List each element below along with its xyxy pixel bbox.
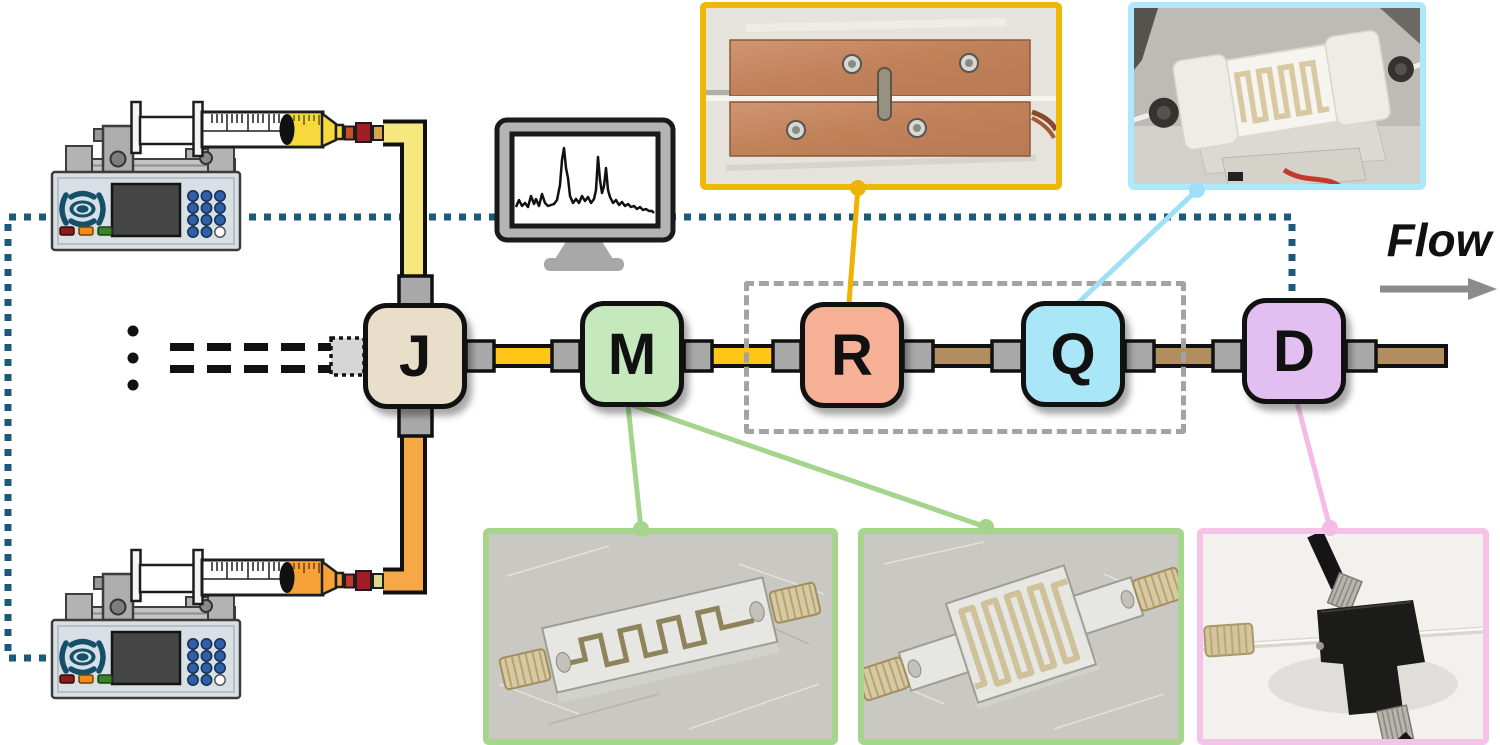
flow-direction-label: Flow: [1386, 214, 1492, 266]
knurled-connector-top: [1326, 571, 1363, 613]
fiber-cable-top: [1307, 534, 1347, 590]
module-Q-label: Q: [1050, 321, 1096, 387]
syringe-pump-top: [52, 102, 384, 250]
tube-outlet: [1372, 344, 1448, 368]
module-D: D: [1242, 298, 1346, 404]
serpentine-channel: [958, 578, 1081, 690]
flow-arrow: [1380, 278, 1497, 300]
knurled-connector-bottom: [1376, 704, 1415, 739]
peek-nut: [1203, 622, 1255, 658]
serpentine-channel: [1233, 59, 1330, 124]
copper-plate-reactor-photo: [700, 2, 1062, 190]
red-wire: [1282, 167, 1341, 184]
callout-D: [1294, 401, 1333, 529]
flow-cell-detector-photo: [1197, 528, 1489, 745]
pump-tube-bottom: [383, 432, 427, 595]
tube-J-M: [488, 344, 560, 368]
dashed-input-port: [329, 336, 366, 377]
peek-fitting-left: [498, 648, 552, 691]
module-R-label: R: [831, 322, 873, 388]
peek-fitting-left: [864, 656, 910, 702]
screws: [786, 53, 979, 140]
module-J-label: J: [398, 323, 432, 389]
detector-block: [1317, 600, 1425, 715]
module-Q: Q: [1021, 301, 1125, 407]
heater-block: [1221, 147, 1367, 184]
spectrum-trace: [514, 146, 655, 214]
computer-monitor: [494, 117, 676, 271]
peek-fitting-right: [1132, 566, 1178, 612]
syringe-bottom: [279, 559, 384, 597]
ellipsis-dots: [127, 325, 139, 391]
peek-fitting-right: [768, 581, 822, 624]
clear-chip: [864, 564, 1178, 709]
serpentine-block-chip-photo: [1128, 2, 1426, 190]
module-R: R: [800, 302, 904, 408]
monitor-stand: [555, 240, 613, 259]
module-D-label: D: [1273, 318, 1315, 384]
module-M-label: M: [607, 321, 657, 387]
serpentine-channel-chip-photo: [858, 528, 1184, 745]
copper-slab-bottom: [729, 101, 1031, 157]
zigzag-channel-chip-photo: [483, 528, 838, 745]
syringe-pump-bottom: [52, 550, 384, 698]
translucent-chip: [1134, 29, 1420, 151]
callout-M-1: [625, 404, 644, 530]
pump-tube-top: [383, 119, 427, 280]
monitor-screen: [509, 131, 661, 229]
module-J: J: [363, 303, 467, 409]
syringe-top: [279, 111, 384, 149]
extra-input-dashed-lines: [170, 336, 366, 377]
clear-chip: [498, 576, 822, 704]
module-M: M: [580, 301, 684, 407]
zigzag-channel: [568, 605, 755, 668]
viewing-slot: [877, 67, 892, 121]
